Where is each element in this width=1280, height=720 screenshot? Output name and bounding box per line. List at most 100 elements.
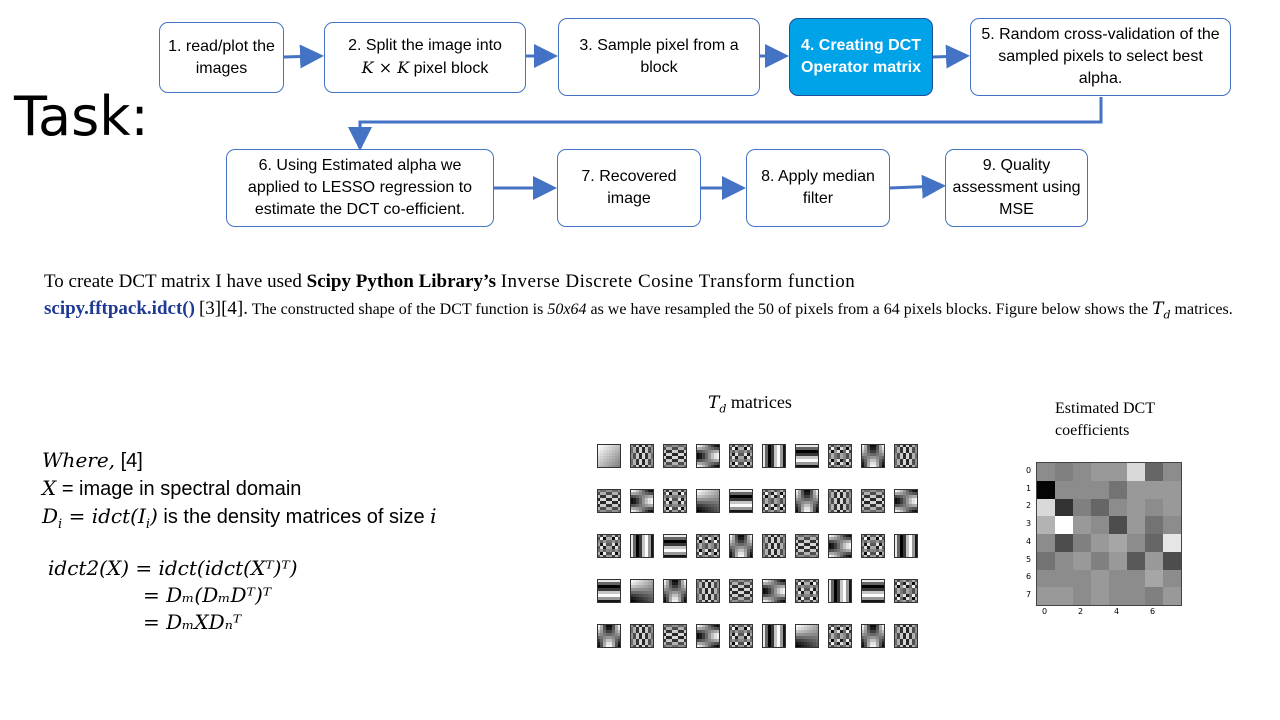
step-5-box: 5. Random cross-validation of the sample… — [970, 18, 1231, 96]
equation-2: = Dₘ(DₘDᵀ)ᵀ — [143, 583, 272, 607]
heatmap-cell — [1145, 463, 1164, 482]
heatmap-cell — [1109, 498, 1128, 517]
heatmap-cell — [1145, 587, 1164, 606]
step-3-label: 3. Sample pixel from a block — [579, 37, 739, 76]
heatmap-cell — [1109, 534, 1128, 553]
heatmap-y-tick: 1 — [1026, 483, 1032, 493]
heatmap-cell — [1073, 551, 1092, 570]
td-matrix — [696, 489, 720, 513]
heatmap-cell — [1037, 463, 1056, 482]
td-matrix — [861, 489, 885, 513]
td-figure-title: Td matrices — [708, 392, 792, 416]
heatmap-x-tick: 0 — [1042, 607, 1048, 616]
td-matrix — [795, 624, 819, 648]
td-matrix — [729, 534, 753, 558]
step-2-math: K × K — [361, 58, 410, 77]
step-9-box: 9. Quality assessment using MSE — [945, 149, 1088, 227]
heatmap-cell — [1091, 534, 1110, 553]
td-matrix — [696, 534, 720, 558]
td-matrix — [795, 489, 819, 513]
heatmap-y-tick: 6 — [1026, 572, 1032, 582]
heatmap-x-tick: 4 — [1114, 607, 1120, 616]
td-matrix — [861, 579, 885, 603]
td-matrix — [663, 624, 687, 648]
td-matrix — [762, 624, 786, 648]
heatmap-cell — [1145, 516, 1164, 535]
td-matrix — [894, 489, 918, 513]
heatmap-cell — [1127, 463, 1146, 482]
heatmap-cell — [1145, 498, 1164, 517]
heatmap-cell — [1163, 569, 1182, 588]
heatmap-y-tick: 7 — [1026, 590, 1032, 600]
heatmap-cell — [1127, 569, 1146, 588]
td-matrix — [729, 489, 753, 513]
heatmap-cell — [1055, 516, 1074, 535]
description-line-2: scipy.fftpack.idct() [3][4]. The constru… — [44, 298, 1233, 322]
heatmap-cell — [1055, 569, 1074, 588]
heatmap-cell — [1127, 587, 1146, 606]
td-matrix — [597, 579, 621, 603]
heatmap-cell — [1127, 480, 1146, 499]
td-matrix — [861, 444, 885, 468]
heatmap-cell — [1127, 551, 1146, 570]
step-5-label: 5. Random cross-validation of the sample… — [981, 26, 1220, 87]
heatmap-cell — [1055, 498, 1074, 517]
d-definition: Di = idct(Ii) is the density matrices of… — [42, 504, 437, 532]
heatmap-cell — [1163, 480, 1182, 499]
heatmap-cell — [1109, 463, 1128, 482]
step-8-label: 8. Apply median filter — [761, 168, 875, 207]
where-line: Where, [4] — [42, 448, 143, 472]
heatmap-y-tick: 4 — [1026, 536, 1032, 546]
heatmap-x-tick: 2 — [1078, 607, 1084, 616]
equation-1: idct2(X) = idct(idct(Xᵀ)ᵀ) — [48, 556, 298, 580]
arrow-1-2 — [283, 44, 324, 69]
td-matrix — [762, 579, 786, 603]
td-matrix — [828, 489, 852, 513]
heatmap — [1036, 462, 1182, 606]
td-matrix — [828, 579, 852, 603]
heatmap-cell — [1163, 463, 1182, 482]
heatmap-cell — [1127, 498, 1146, 517]
heatmap-cell — [1091, 551, 1110, 570]
td-matrix — [630, 489, 654, 513]
heatmap-cell — [1145, 551, 1164, 570]
step-8-box: 8. Apply median filter — [746, 149, 890, 227]
heatmap-cell — [1109, 516, 1128, 535]
heatmap-cell — [1109, 587, 1128, 606]
step-1-label: 1. read/plot the images — [168, 37, 275, 77]
heatmap-cell — [1127, 516, 1146, 535]
td-matrix — [729, 444, 753, 468]
td-matrix — [630, 444, 654, 468]
td-matrix — [894, 624, 918, 648]
td-matrix — [795, 534, 819, 558]
td-matrix — [729, 579, 753, 603]
step-2-box: 2. Split the image into K × K pixel bloc… — [324, 22, 526, 93]
heatmap-cell — [1163, 498, 1182, 517]
step-6-label: 6. Using Estimated alpha we applied to L… — [247, 157, 473, 218]
function-name: scipy.fftpack.idct() — [44, 298, 195, 319]
heatmap-cell — [1109, 551, 1128, 570]
td-matrix — [663, 444, 687, 468]
td-matrix — [663, 534, 687, 558]
x-definition: X = image in spectral domain — [42, 476, 302, 500]
td-matrix — [630, 579, 654, 603]
td-matrix — [663, 489, 687, 513]
td-matrix — [894, 579, 918, 603]
heatmap-cell — [1091, 516, 1110, 535]
td-matrix — [828, 444, 852, 468]
heatmap-y-tick: 3 — [1026, 519, 1032, 529]
heatmap-cell — [1091, 463, 1110, 482]
library-name: Scipy Python Library’s — [306, 271, 496, 292]
task-title: Task: — [14, 85, 149, 148]
td-matrix — [762, 444, 786, 468]
heatmap-cell — [1037, 516, 1056, 535]
td-matrix — [795, 444, 819, 468]
td-matrix — [828, 624, 852, 648]
td-matrix — [597, 444, 621, 468]
heatmap-cell — [1073, 516, 1092, 535]
heatmap-cell — [1091, 480, 1110, 499]
step-9-label: 9. Quality assessment using MSE — [952, 157, 1081, 218]
heatmap-cell — [1091, 587, 1110, 606]
